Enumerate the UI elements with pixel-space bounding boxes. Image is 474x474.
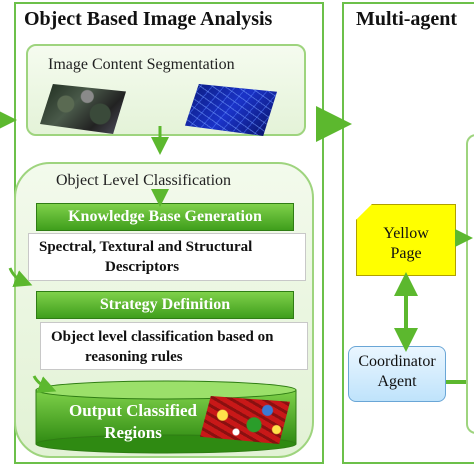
coordinator-line-1: Coordinator — [358, 353, 436, 370]
coordinator-agent-box — [348, 346, 446, 402]
output-line-1: Output Classified — [69, 401, 197, 420]
classified-map-icon — [200, 396, 290, 444]
multi-agent-panel-title: Multi-agent — [356, 8, 458, 30]
knowledge-base-step: Knowledge Base Generation — [36, 203, 294, 231]
to-output-arrow — [32, 375, 57, 394]
segmented-image-icon — [185, 84, 277, 136]
output-line-2: Regions — [104, 423, 162, 442]
yellow-page-line-2: Page — [390, 245, 422, 262]
to-strategy-arrow — [8, 267, 33, 288]
rules-line-2: reasoning rules — [85, 349, 183, 365]
descriptors-line-2: Descriptors — [105, 259, 180, 275]
reasoning-rules-box: Object level classification based on rea… — [40, 322, 308, 370]
yellow-page-line-1: Yellow — [383, 225, 429, 242]
obia-panel-title: Object Based Image Analysis — [24, 8, 273, 30]
yellow-page-icon — [356, 204, 456, 276]
segmentation-title: Image Content Segmentation — [48, 56, 235, 73]
descriptors-box: Spectral, Textural and Structural Descri… — [28, 233, 306, 281]
output-label: Output Classified Regions — [60, 400, 206, 444]
coordinator-agent-label: Coordinator Agent — [348, 352, 446, 392]
rules-line-1: Object level classification based on — [51, 329, 274, 345]
strategy-definition-step: Strategy Definition — [36, 291, 294, 319]
descriptors-line-1: Spectral, Textural and Structural — [39, 239, 253, 255]
coordinator-line-2: Agent — [377, 373, 417, 390]
satellite-image-icon — [40, 84, 126, 134]
classification-title: Object Level Classification — [56, 172, 232, 189]
yellow-page-label: Yellow Page — [356, 224, 456, 264]
